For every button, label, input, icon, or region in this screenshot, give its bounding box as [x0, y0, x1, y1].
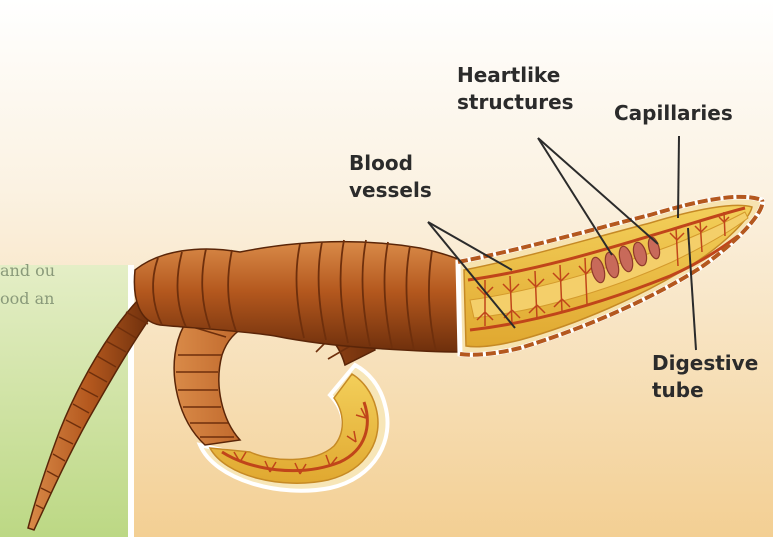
leader-blood-vessels-2 [427, 221, 516, 329]
leader-capillaries [677, 135, 680, 219]
panel-divider [128, 265, 134, 537]
cutaway-capillaries [476, 211, 730, 326]
label-digestive-tube: Digestive tube [652, 351, 759, 402]
label-capillaries: Capillaries [614, 101, 733, 125]
cutaway-rim-lower [459, 199, 765, 357]
tail-segments [35, 311, 149, 510]
label-heartlike-structures: Heartlike structures [457, 63, 574, 114]
loop-vessel [221, 401, 369, 473]
side-text-line-2: ood an [0, 289, 54, 308]
loop-capillaries [233, 407, 367, 475]
body-segments [152, 239, 437, 352]
side-text-line-1: and ou [0, 261, 55, 280]
dorsal-vessel [467, 206, 746, 282]
leader-lines [427, 135, 697, 351]
heartlike-structures [590, 236, 661, 284]
label-blood-vessels: Blood vessels [349, 151, 432, 202]
leader-blood-vessels-1 [427, 221, 513, 271]
leader-heartlike-2 [537, 137, 659, 245]
loop-cutaway-tissue [208, 373, 379, 484]
cutaway-rim [457, 194, 763, 264]
leader-digestive-tube [687, 227, 697, 351]
worm-body [133, 240, 466, 353]
background-green-strip [0, 265, 128, 537]
ventral-vessel [469, 234, 739, 332]
worm-tail [27, 298, 151, 531]
leader-heartlike-1 [537, 137, 613, 256]
